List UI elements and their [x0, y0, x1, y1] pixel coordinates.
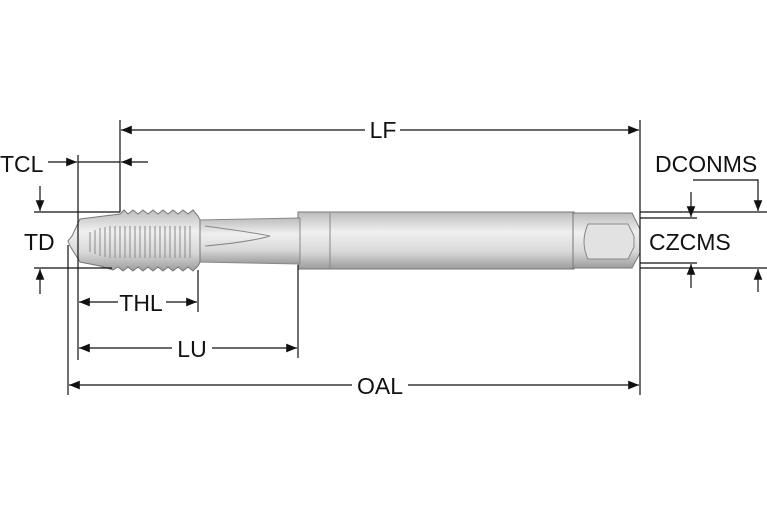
- label-lf: LF: [370, 117, 397, 143]
- dimension-lf: LF: [121, 117, 639, 143]
- extension-lines: [34, 120, 767, 395]
- label-tcl: TCL: [0, 151, 44, 177]
- shank: [297, 211, 575, 270]
- tap-tool: [67, 209, 641, 272]
- label-czcms: CZCMS: [649, 229, 731, 255]
- dimension-dconms: DCONMS: [655, 151, 763, 292]
- dimension-thl: THL: [79, 290, 197, 316]
- label-dconms: DCONMS: [655, 151, 757, 177]
- dimension-czcms: CZCMS: [649, 192, 731, 288]
- label-td: TD: [24, 229, 55, 255]
- threaded-section: [67, 209, 201, 272]
- dimension-oal: OAL: [69, 373, 639, 399]
- label-oal: OAL: [357, 373, 403, 399]
- label-lu: LU: [177, 336, 206, 362]
- dimension-td: TD: [24, 186, 55, 294]
- dimension-tcl: TCL: [0, 151, 148, 177]
- dimension-lu: LU: [79, 336, 297, 362]
- label-thl: THL: [119, 290, 163, 316]
